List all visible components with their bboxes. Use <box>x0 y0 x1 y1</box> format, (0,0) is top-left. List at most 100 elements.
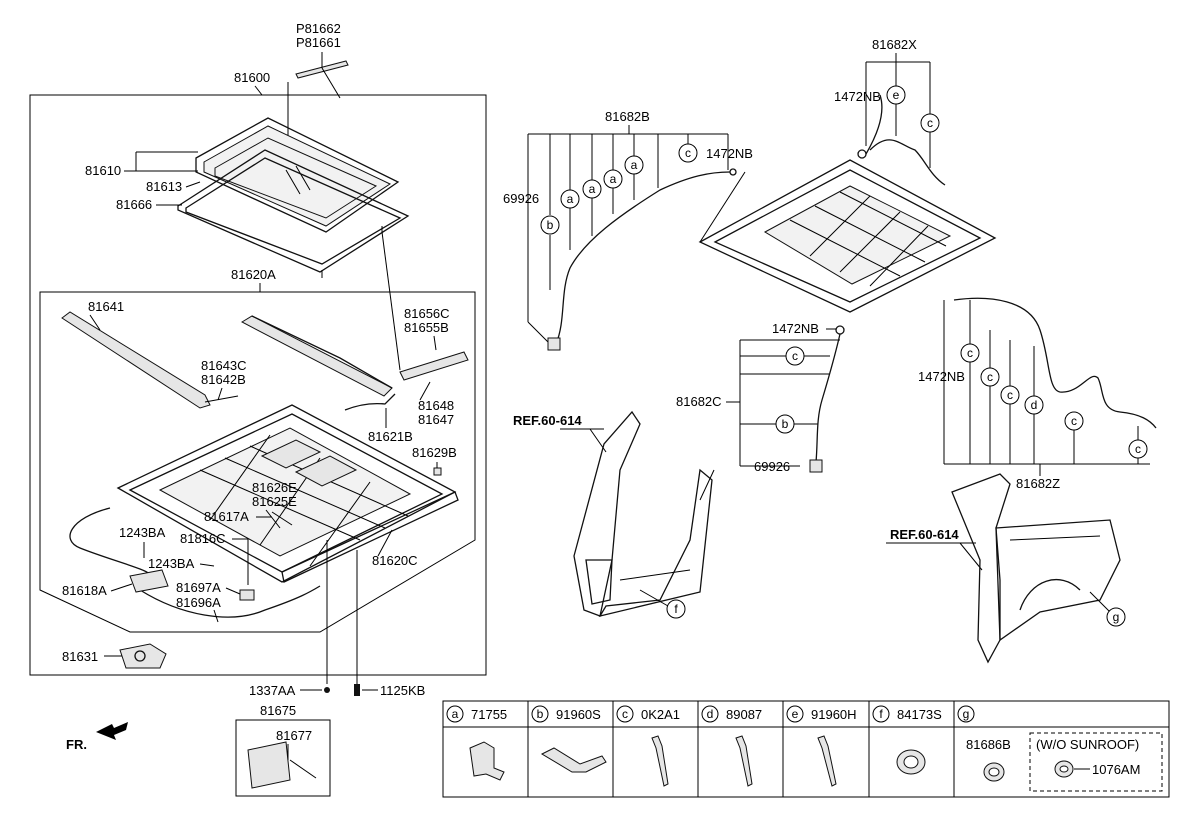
svg-text:c: c <box>1007 388 1013 402</box>
svg-text:e: e <box>792 707 799 721</box>
legend-cell-e: e 91960H <box>786 705 857 787</box>
legend-code-b: 91960S <box>556 707 601 722</box>
label-69926-top: 69926 <box>503 191 539 206</box>
svg-text:a: a <box>589 182 596 196</box>
front-arrow-icon <box>96 722 128 740</box>
label-69926-bot: 69926 <box>754 459 790 474</box>
label-fr: FR. <box>66 737 87 752</box>
clip-71755-icon <box>469 741 505 781</box>
label-81682z: 81682Z <box>1016 476 1060 491</box>
legend-cell-g: g 81686B (W/O SUNROOF) 1076AM <box>957 705 1163 792</box>
clamp-91960s-icon <box>540 747 607 773</box>
legend-code-c: 0K2A1 <box>641 707 680 722</box>
legend-code-d: 89087 <box>726 707 762 722</box>
label-81600: 81600 <box>234 70 270 85</box>
svg-text:f: f <box>879 707 883 721</box>
svg-text:a: a <box>567 192 574 206</box>
label-81620c: 81620C <box>372 553 418 568</box>
legend-note-g: (W/O SUNROOF) <box>1036 737 1139 752</box>
front-pillar-body-panel <box>573 410 715 617</box>
drain-hose-81682z <box>953 297 1157 429</box>
deflector-part <box>295 52 349 99</box>
svg-text:c: c <box>622 707 628 721</box>
label-1472nb-b: 1472NB <box>706 146 753 161</box>
side-trim-81641 <box>61 311 239 409</box>
label-81618a: 81618A <box>62 583 107 598</box>
svg-text:a: a <box>452 707 459 721</box>
legend-code-f: 84173S <box>897 707 942 722</box>
cable-tie-91960h-icon <box>817 735 837 787</box>
label-81629b: 81629B <box>412 445 457 460</box>
label-81642b: 81642B <box>201 372 246 387</box>
svg-text:a: a <box>610 172 617 186</box>
front-rail-81621b <box>240 315 396 411</box>
label-81656c: 81656C <box>404 306 450 321</box>
sunroof-mechanism-frame-81620c <box>116 404 459 583</box>
label-p81662: P81662 <box>296 21 341 36</box>
clip-81629b <box>433 467 442 476</box>
label-81682x: 81682X <box>872 37 917 52</box>
label-81610: 81610 <box>85 163 121 178</box>
legend-part-g: 81686B <box>966 737 1011 752</box>
legend-table <box>442 700 1170 798</box>
callout-f: f <box>674 602 678 616</box>
svg-text:c: c <box>685 146 691 160</box>
bolt-1125kb <box>354 684 360 696</box>
label-1472nb-z: 1472NB <box>918 369 965 384</box>
svg-text:b: b <box>537 707 544 721</box>
label-1472nb-x: 1472NB <box>834 89 881 104</box>
callout-group-81682z: c c c d c c <box>960 343 1148 459</box>
hose-end-81682b <box>547 337 561 351</box>
svg-text:e: e <box>893 88 900 102</box>
wo-sunroof-box <box>1029 732 1163 792</box>
callout-group-81682b: b a a a a c <box>540 143 698 235</box>
callout-group-81682c: c b <box>775 346 805 434</box>
svg-text:b: b <box>782 417 789 431</box>
svg-text:g: g <box>963 707 970 721</box>
legend-cell-f: f 84173S <box>872 705 942 775</box>
rear-pillar-body-panel <box>951 473 1121 664</box>
inner-frame-81620a <box>39 291 476 633</box>
roof-frame-assembly <box>698 159 997 313</box>
label-1337aa: 1337AA <box>249 683 296 698</box>
label-1472nb-c: 1472NB <box>772 321 819 336</box>
label-81617a: 81617A <box>204 509 249 524</box>
glass-panel-81610 <box>195 117 400 233</box>
label-81621b: 81621B <box>368 429 413 444</box>
callout-group-81682x: e c <box>886 85 940 133</box>
sunroof-motor-81631 <box>119 643 167 669</box>
drive-cable <box>69 507 321 618</box>
legend-cell-d: d 89087 <box>701 705 762 787</box>
label-81641: 81641 <box>88 299 124 314</box>
svg-text:d: d <box>1031 398 1038 412</box>
legend-alt-g: 1076AM <box>1092 762 1140 777</box>
label-81613: 81613 <box>146 179 182 194</box>
label-ref-60-614-left: REF.60-614 <box>513 413 582 428</box>
label-81697a: 81697A <box>176 580 221 595</box>
legend-code-e: 91960H <box>811 707 857 722</box>
legend-cell-c: c 0K2A1 <box>616 705 680 787</box>
label-81655b: 81655B <box>404 320 449 335</box>
sunroof-frame-81666 <box>177 149 410 278</box>
label-81648: 81648 <box>418 398 454 413</box>
label-1243ba-2: 1243BA <box>148 556 195 571</box>
legend-cell-b: b 91960S <box>531 705 607 773</box>
label-81666: 81666 <box>116 197 152 212</box>
label-81620a: 81620A <box>231 267 276 282</box>
hose-end-81682c <box>809 459 823 473</box>
svg-text:c: c <box>927 116 933 130</box>
label-81816c: 81816C <box>180 531 226 546</box>
label-81647: 81647 <box>418 412 454 427</box>
nut-1337aa <box>324 687 330 693</box>
label-81631: 81631 <box>62 649 98 664</box>
manual-box-81675 <box>235 719 331 797</box>
svg-text:d: d <box>707 707 714 721</box>
drain-hose-81682b <box>555 171 731 345</box>
outer-frame-81600 <box>29 94 487 676</box>
svg-text:c: c <box>967 346 973 360</box>
label-1243ba-1: 1243BA <box>119 525 166 540</box>
label-81675: 81675 <box>260 703 296 718</box>
label-81643c: 81643C <box>201 358 247 373</box>
label-ref-60-614-right: REF.60-614 <box>890 527 959 542</box>
